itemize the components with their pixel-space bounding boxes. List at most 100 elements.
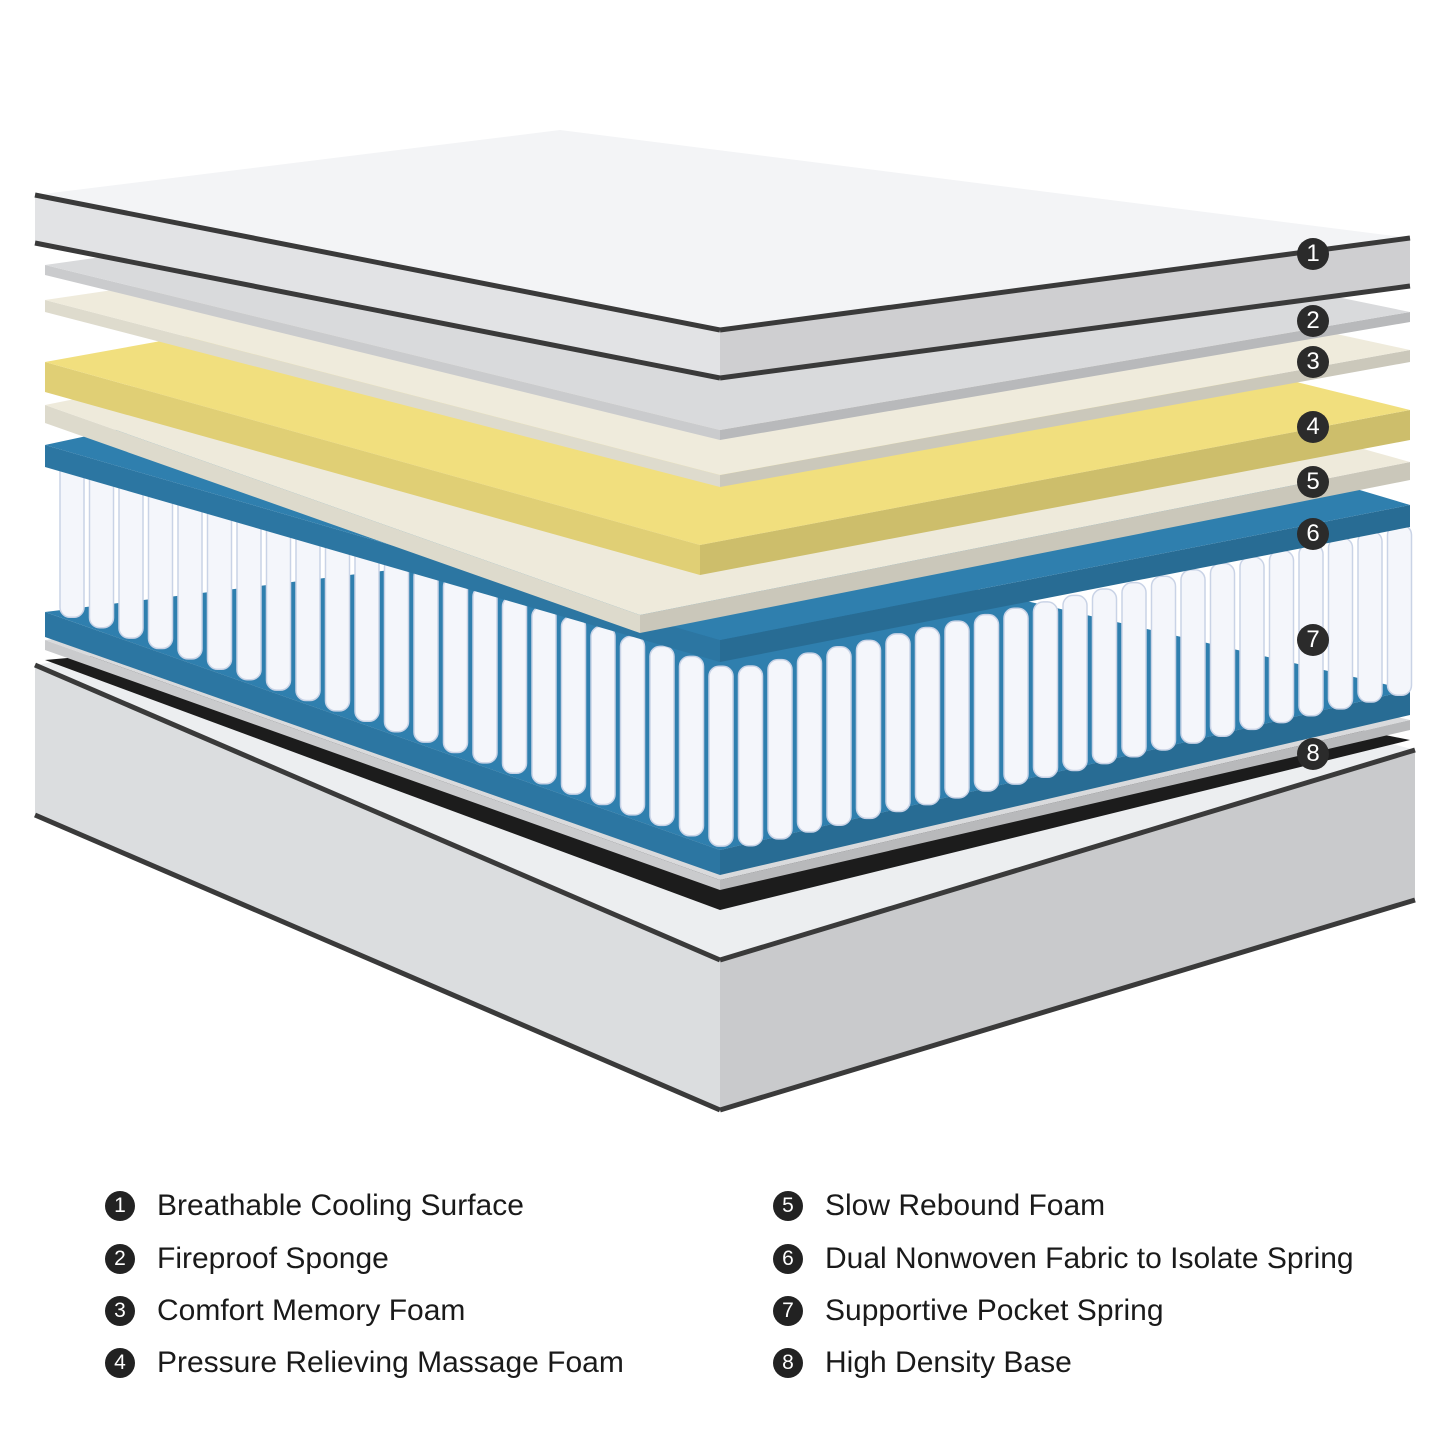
legend-label: Slow Rebound Foam [825, 1189, 1106, 1222]
pocket-spring [560, 615, 587, 795]
number-badge: 7 [773, 1296, 803, 1326]
legend-label: Dual Nonwoven Fabric to Isolate Spring [825, 1242, 1354, 1275]
nonwoven-layer-6-left-side [45, 445, 720, 662]
pocket-spring [1032, 601, 1059, 779]
base-layer-piping [719, 747, 1416, 963]
pocket-spring [855, 639, 882, 820]
legend-label: Comfort Memory Foam [157, 1294, 466, 1327]
pocket-spring [177, 486, 203, 660]
pocket-spring [265, 516, 292, 691]
topper-layer-1-top-face [35, 130, 1410, 330]
legend-item: 4 Pressure Relieving Massage Foam [105, 1343, 624, 1383]
pocket-spring [1268, 549, 1295, 724]
number-badge: 5 [773, 1191, 803, 1221]
pocket-spring [737, 665, 764, 847]
pocket-spring [973, 613, 1000, 792]
pocket-spring [501, 595, 528, 775]
pocket-spring [1386, 524, 1413, 696]
topper-layer-1-piping [34, 240, 721, 381]
fireproof-sponge-layer-2-right-side [720, 312, 1410, 440]
legend-item: 3 Comfort Memory Foam [105, 1291, 465, 1331]
legend-label: High Density Base [825, 1346, 1072, 1379]
pocket-spring [796, 652, 823, 833]
pocket-spring [1327, 536, 1354, 710]
pocket-spring [826, 645, 852, 826]
number-badge: 2 [105, 1244, 135, 1274]
pocket-spring [1180, 569, 1206, 744]
pocket-spring [708, 665, 734, 847]
pocket-spring [1062, 594, 1088, 772]
pocket-spring [236, 506, 262, 681]
pocket-spring [885, 633, 911, 813]
pocket-spring [1121, 581, 1147, 758]
pocket-spring [1239, 556, 1265, 731]
pocket-spring [413, 565, 439, 743]
pocket-spring [1003, 607, 1029, 785]
pocket-spring [944, 620, 970, 799]
pocket-spring [1357, 530, 1383, 703]
badge-8: 8 [1297, 738, 1329, 770]
topper-layer-1-piping [719, 235, 1411, 333]
pocket-spring [383, 555, 410, 733]
pocket-spring [354, 545, 380, 723]
number-badge: 6 [773, 1244, 803, 1274]
badge-4: 4 [1297, 411, 1329, 443]
pocket-spring [531, 605, 557, 785]
pocket-spring [590, 625, 616, 806]
base-layer-piping [719, 897, 1416, 1113]
pocket-spring [914, 626, 941, 806]
base-layer-right-side [720, 750, 1415, 1110]
nonwoven-layer-6-right-side [720, 505, 1410, 662]
badge-2: 2 [1297, 305, 1329, 337]
badge-1: 1 [1297, 238, 1329, 270]
legend-item: 6 Dual Nonwoven Fabric to Isolate Spring [773, 1239, 1354, 1279]
legend-item: 7 Supportive Pocket Spring [773, 1291, 1164, 1331]
base-layer-piping [34, 662, 721, 963]
legend-label: Fireproof Sponge [157, 1242, 389, 1275]
pocket-spring-block [59, 446, 1413, 847]
topper-layer-1-right-side [720, 238, 1410, 378]
badge-3: 3 [1297, 346, 1329, 378]
lower-grey-layer-right-side [720, 720, 1410, 890]
badge-6: 6 [1297, 518, 1329, 550]
memory-foam-layer-3-right-side [720, 350, 1410, 487]
number-badge: 8 [773, 1348, 803, 1378]
pocket-spring [619, 635, 646, 816]
pocket-spring [767, 658, 793, 840]
legend-item: 5 Slow Rebound Foam [773, 1186, 1105, 1226]
number-badge: 3 [105, 1296, 135, 1326]
pocket-spring [442, 575, 469, 754]
pocket-spring [678, 655, 705, 837]
base-layer-piping [34, 812, 721, 1113]
pocket-spring [1091, 588, 1118, 765]
lower-nonwoven-layer-right-side [720, 690, 1410, 875]
legend-item: 1 Breathable Cooling Surface [105, 1186, 524, 1226]
badge-7: 7 [1297, 624, 1329, 656]
pocket-spring [206, 496, 233, 671]
pocket-spring [324, 535, 351, 712]
badge-5: 5 [1297, 466, 1329, 498]
pocket-spring [472, 585, 498, 764]
legend-item: 2 Fireproof Sponge [105, 1239, 389, 1279]
pocket-spring [295, 526, 321, 702]
massage-foam-layer-4-right-side [700, 410, 1410, 575]
lower-nonwoven-layer-left-side [45, 612, 720, 875]
legend-label: Breathable Cooling Surface [157, 1189, 524, 1222]
mattress-exploded-illustration [34, 130, 1416, 1113]
lower-grey-layer-left-side [45, 640, 720, 890]
legend-item: 8 High Density Base [773, 1343, 1072, 1383]
slow-rebound-layer-5-right-side [640, 462, 1410, 633]
base-layer-left-side [35, 665, 720, 1110]
legend-label: Pressure Relieving Massage Foam [157, 1346, 624, 1379]
pocket-spring [1209, 562, 1236, 738]
topper-layer-1-left-side [35, 195, 720, 378]
pocket-spring [1150, 575, 1177, 751]
number-badge: 4 [105, 1348, 135, 1378]
legend-label: Supportive Pocket Spring [825, 1294, 1164, 1327]
number-badge: 1 [105, 1191, 135, 1221]
topper-layer-1-piping [719, 283, 1411, 381]
memory-foam-layer-3-left-side [45, 300, 720, 487]
massage-foam-layer-4-left-side [45, 362, 700, 575]
slow-rebound-layer-5-left-side [45, 405, 640, 633]
topper-layer-1-piping [34, 192, 721, 333]
